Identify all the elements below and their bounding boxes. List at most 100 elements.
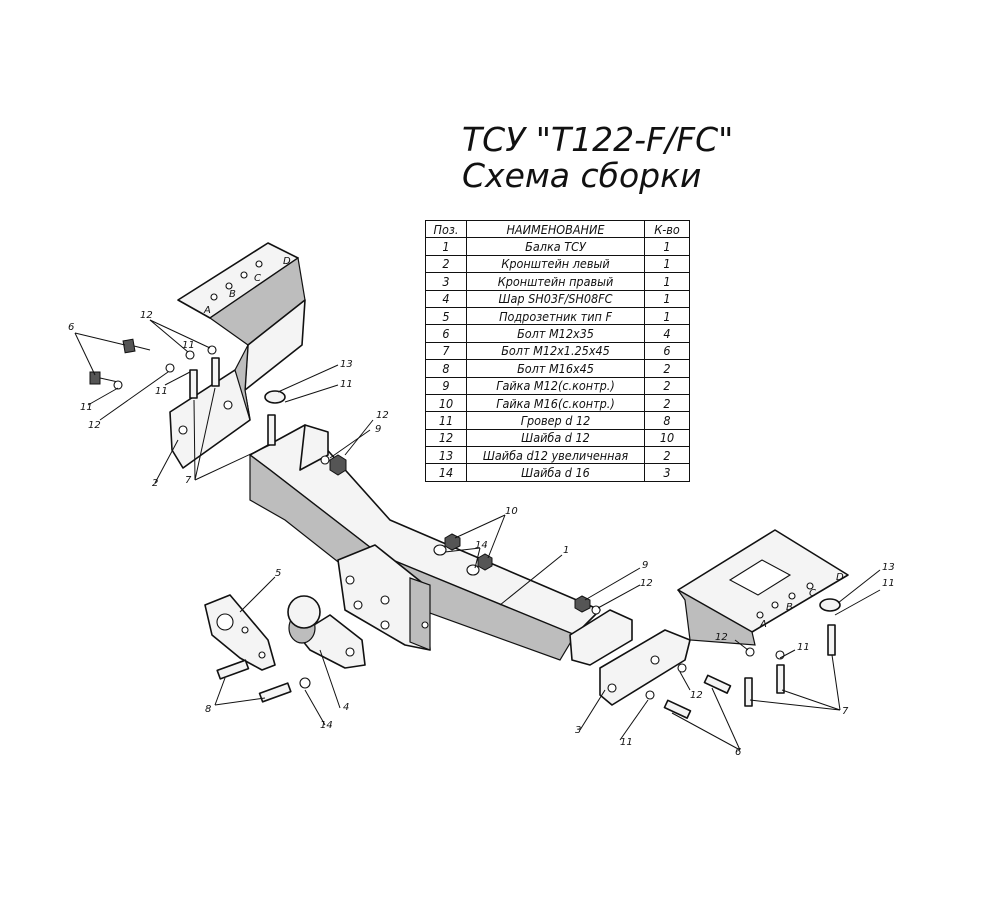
cell-quantity: 2 bbox=[644, 393, 690, 413]
cell-name: Болт М12х1.25х45 bbox=[466, 341, 645, 361]
cell-position: 11 bbox=[425, 411, 467, 430]
callout-2: 2 bbox=[152, 478, 158, 489]
leader-lines bbox=[74, 319, 881, 751]
drawing-title: ТСУ "Т122-F/FC" bbox=[462, 120, 734, 159]
hole-mark-b-right: B bbox=[786, 602, 793, 613]
cell-position: 4 bbox=[425, 289, 467, 308]
callout-11: 11 bbox=[797, 642, 810, 653]
hole-marks: A B C D A B C D bbox=[203, 256, 844, 630]
cell-name: Болт М12х35 bbox=[466, 324, 645, 343]
callout-labels: 6 11 12 12 11 11 2 7 13 11 12 9 10 14 1 … bbox=[68, 310, 895, 758]
hole-mark-d-left: D bbox=[283, 256, 291, 267]
cell-position: 2 bbox=[425, 254, 467, 274]
callout-6: 6 bbox=[735, 747, 741, 758]
cell-position: 6 bbox=[425, 324, 467, 343]
cell-quantity: 2 bbox=[644, 446, 690, 465]
callout-8: 8 bbox=[205, 704, 211, 715]
cell-position: 5 bbox=[425, 306, 467, 326]
header-quantity: К-во bbox=[644, 219, 690, 239]
cell-quantity: 1 bbox=[644, 254, 690, 274]
cell-quantity: 1 bbox=[644, 306, 690, 326]
callout-4: 4 bbox=[343, 702, 349, 713]
left-bracket bbox=[169, 242, 306, 469]
cell-name: Болт М16х45 bbox=[466, 359, 645, 378]
callout-11: 11 bbox=[882, 578, 895, 589]
callout-13: 13 bbox=[882, 562, 895, 573]
cell-quantity: 2 bbox=[644, 376, 690, 395]
cell-name: Гайка М16(с.контр.) bbox=[466, 393, 645, 413]
callout-11: 11 bbox=[80, 402, 93, 413]
cell-name: Гровер d 12 bbox=[466, 411, 645, 430]
cell-position: 8 bbox=[425, 359, 467, 378]
hole-mark-a-right: A bbox=[759, 619, 767, 630]
hole-mark-b-left: B bbox=[229, 289, 236, 300]
cell-position: 13 bbox=[425, 446, 467, 465]
callout-5: 5 bbox=[275, 568, 281, 579]
cell-name: Шайба d12 увеличенная bbox=[466, 446, 645, 465]
callout-9: 9 bbox=[642, 560, 648, 571]
cell-name: Шар SH03F/SH08FC bbox=[466, 289, 645, 308]
callout-12: 12 bbox=[715, 632, 728, 643]
cell-quantity: 8 bbox=[644, 411, 690, 430]
cell-quantity: 2 bbox=[644, 359, 690, 378]
callout-12: 12 bbox=[690, 690, 703, 701]
cell-quantity: 1 bbox=[644, 237, 690, 256]
fasteners bbox=[89, 338, 841, 719]
callout-14: 14 bbox=[320, 720, 333, 731]
right-bracket bbox=[599, 529, 849, 706]
cell-quantity: 10 bbox=[644, 428, 690, 448]
header-position: Поз. bbox=[425, 219, 467, 239]
cell-position: 14 bbox=[425, 463, 467, 482]
callout-7: 7 bbox=[842, 706, 849, 717]
cell-position: 3 bbox=[425, 272, 467, 291]
cell-name: Кронштейн левый bbox=[466, 254, 645, 274]
callout-11: 11 bbox=[620, 737, 633, 748]
callout-12: 12 bbox=[640, 578, 653, 589]
parts-table-header: Поз. НАИМЕНОВАНИЕ К-во bbox=[425, 219, 690, 239]
tow-beam bbox=[249, 424, 633, 666]
callout-3: 3 bbox=[575, 725, 581, 736]
callout-11: 11 bbox=[182, 340, 195, 351]
cell-name: Балка ТСУ bbox=[466, 237, 645, 256]
callout-7: 7 bbox=[185, 475, 192, 486]
cell-name: Шайба d 12 bbox=[466, 428, 645, 448]
hole-mark-c-right: C bbox=[809, 588, 816, 599]
cell-quantity: 4 bbox=[644, 324, 690, 343]
callout-9: 9 bbox=[375, 424, 381, 435]
header-name: НАИМЕНОВАНИЕ bbox=[466, 219, 645, 239]
cell-position: 10 bbox=[425, 393, 467, 413]
drawing-subtitle: Схема сборки bbox=[462, 156, 702, 195]
cell-quantity: 3 bbox=[644, 463, 690, 482]
cell-name: Шайба d 16 bbox=[466, 463, 645, 482]
callout-12: 12 bbox=[140, 310, 153, 321]
cell-position: 7 bbox=[425, 341, 467, 361]
callout-12: 12 bbox=[376, 410, 389, 421]
cell-quantity: 6 bbox=[644, 341, 690, 361]
cell-quantity: 1 bbox=[644, 272, 690, 291]
cell-name: Кронштейн правый bbox=[466, 272, 645, 291]
callout-10: 10 bbox=[505, 506, 518, 517]
hole-mark-c-left: C bbox=[254, 273, 261, 284]
cell-position: 12 bbox=[425, 428, 467, 448]
towball bbox=[287, 595, 366, 669]
cell-quantity: 1 bbox=[644, 289, 690, 308]
callout-12: 12 bbox=[88, 420, 101, 431]
hole-mark-a-left: A bbox=[203, 305, 211, 316]
callout-6: 6 bbox=[68, 322, 74, 333]
socket-plate bbox=[204, 594, 276, 671]
cell-name: Подрозетник тип F bbox=[466, 306, 645, 326]
